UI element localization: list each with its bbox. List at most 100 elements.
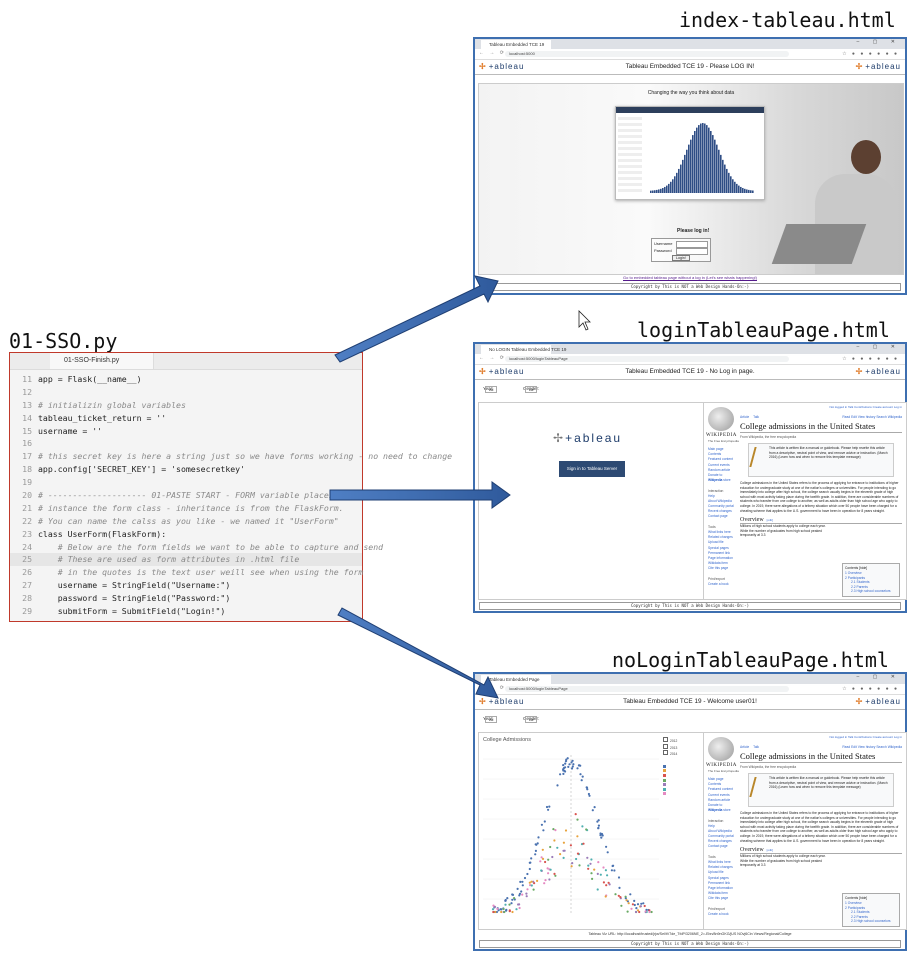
password-input[interactable] — [676, 248, 708, 255]
code-line[interactable]: 28 password = StringField("Password:") — [10, 592, 362, 605]
sidebar-link[interactable]: Donate to Wikipedia — [708, 802, 723, 813]
sidebar-link[interactable]: Page information — [708, 885, 733, 890]
sidebar-link[interactable]: Tools — [708, 854, 716, 859]
overview-edit-link[interactable]: [edit] — [766, 848, 774, 853]
code-line[interactable]: 17# this secret key is here a string jus… — [10, 450, 452, 463]
code-line[interactable]: 19 — [10, 476, 362, 489]
window-controls[interactable]: – ▢ ✕ — [856, 344, 901, 350]
sidebar-link[interactable]: Permanent link — [708, 550, 730, 555]
window-controls[interactable]: – ▢ ✕ — [856, 674, 901, 680]
sidebar-link[interactable]: Wikidata item — [708, 891, 728, 896]
nav-buttons[interactable]: ← → ⟳ — [479, 50, 506, 56]
contents-item[interactable]: 2.3 High school counselors — [851, 589, 891, 594]
extension-icons[interactable]: ☆ ● ● ● ● ● ● — [842, 51, 899, 57]
contents-item[interactable]: 2.1 Students — [851, 580, 870, 585]
sidebar-link[interactable]: Wikipedia store — [708, 808, 731, 813]
sidebar-link[interactable]: Tools — [708, 524, 716, 529]
code-line[interactable]: 13# initializin global variables — [10, 399, 362, 412]
browser-tab[interactable]: Tableau Embedded Page — [481, 675, 551, 684]
url-field[interactable]: localhost:5000/loginTableauPage — [505, 686, 789, 692]
sidebar-link[interactable]: Special pages — [708, 875, 729, 880]
sidebar-link[interactable]: About Wikipedia — [708, 828, 732, 833]
url-field[interactable]: localhost:5000 — [505, 51, 789, 57]
tab-talk[interactable]: Talk — [753, 745, 760, 749]
wiki-personal-links[interactable]: Not logged in Talk Contributions Create … — [829, 735, 903, 739]
sidebar-link[interactable]: Create a book — [708, 911, 729, 916]
code-line[interactable]: 22# You can name the calss as you like -… — [10, 515, 362, 528]
code-line[interactable]: 27 username = StringField("Username:") — [10, 579, 362, 592]
tab-talk[interactable]: Talk — [753, 415, 760, 419]
sidebar-link[interactable]: Related changes — [708, 535, 733, 540]
sidebar-link[interactable]: Permanent link — [708, 880, 730, 885]
code-line[interactable]: 12 — [10, 386, 362, 399]
sidebar-link[interactable]: Cite this page — [708, 566, 729, 571]
sidebar-link[interactable]: Special pages — [708, 545, 729, 550]
tab-right-actions[interactable]: Read Edit View history Search Wikipedia — [842, 415, 902, 419]
sidebar-link[interactable]: Upload file — [708, 870, 724, 875]
sidebar-link[interactable]: Random article — [708, 797, 731, 802]
sidebar-link[interactable]: Current events — [708, 792, 730, 797]
sidebar-link[interactable]: Cite this page — [708, 896, 729, 901]
contents-item[interactable]: 1 Overview — [845, 901, 862, 906]
sidebar-link[interactable]: Random article — [708, 467, 731, 472]
sidebar-link[interactable]: Donate to Wikipedia — [708, 472, 723, 483]
browser-tab[interactable]: No LOGIN Tableau Embedded TCE 19 — [481, 345, 566, 354]
code-line[interactable]: 25 # These are used as form attributes i… — [10, 553, 362, 567]
sidebar-link[interactable]: Community portal — [708, 504, 734, 509]
login-button[interactable]: Login! — [672, 255, 690, 261]
window-controls[interactable]: – ▢ ✕ — [856, 39, 901, 45]
tab-right-actions[interactable]: Read Edit View history Search Wikipedia — [842, 745, 902, 749]
sidebar-link[interactable]: Page information — [708, 555, 733, 560]
sidebar-link[interactable]: Related changes — [708, 865, 733, 870]
sidebar-link[interactable]: What links here — [708, 860, 731, 864]
sidebar-link[interactable]: Main page — [708, 447, 724, 451]
contents-item[interactable]: 2.2 Parents — [851, 914, 868, 919]
contents-item[interactable]: 2 Participants — [845, 905, 865, 910]
url-field[interactable]: localhost:5000/loginTableauPage — [505, 356, 789, 362]
browser-tab[interactable]: Tableau Embedded TCE 19 — [481, 40, 551, 49]
code-line[interactable]: 21# instance the form class - inheritanc… — [10, 502, 362, 515]
sidebar-link[interactable]: Contact page — [708, 514, 728, 519]
extension-icons[interactable]: ☆ ● ● ● ● ● ● — [842, 686, 899, 692]
sidebar-link[interactable]: Main page — [708, 777, 724, 781]
sidebar-link[interactable]: What links here — [708, 530, 731, 534]
sidebar-link[interactable]: Print/export — [708, 576, 725, 581]
code-line[interactable]: 16 — [10, 437, 362, 450]
sidebar-link[interactable]: Contents — [708, 782, 722, 787]
nav-buttons[interactable]: ← → ⟳ — [479, 355, 506, 361]
contents-item[interactable]: 2.1 Students — [851, 910, 870, 915]
sidebar-link[interactable]: Community portal — [708, 834, 734, 839]
sidebar-link[interactable]: Wikidata item — [708, 561, 728, 566]
scatter-chart[interactable] — [483, 749, 661, 925]
contents-item[interactable]: 2.3 High school counselors — [851, 919, 891, 924]
sidebar-link[interactable]: Wikipedia store — [708, 478, 731, 483]
tab-article[interactable]: Article — [740, 745, 750, 749]
contents-item[interactable]: 1 Overview — [845, 571, 862, 576]
sidebar-link[interactable]: Help — [708, 823, 715, 828]
legend-checkbox[interactable]: 2013 — [663, 743, 699, 751]
sidebar-link[interactable]: Recent changes — [708, 509, 732, 514]
tab-article[interactable]: Article — [740, 415, 750, 419]
sidebar-link[interactable]: Create a book — [708, 581, 729, 586]
sidebar-link[interactable]: Recent changes — [708, 839, 732, 844]
sidebar-link[interactable]: Current events — [708, 462, 730, 467]
sidebar-link[interactable]: About Wikipedia — [708, 498, 732, 503]
editor-tab[interactable]: 01-SSO-Finish.py — [50, 353, 154, 369]
code-line[interactable]: 26 # in the quotes is the text user weil… — [10, 566, 363, 579]
legend-checkbox[interactable]: 2012 — [663, 737, 699, 744]
code-line[interactable]: 24 # Below are the form fields we want t… — [10, 541, 383, 554]
sidebar-link[interactable]: Featured content — [708, 457, 733, 462]
sidebar-link[interactable]: Upload file — [708, 540, 724, 545]
signin-button[interactable]: Sign in to Tableau Server — [559, 461, 625, 477]
sidebar-link[interactable]: Contact page — [708, 844, 728, 849]
sidebar-link[interactable]: Featured content — [708, 787, 733, 792]
code-line[interactable]: 29 submitForm = SubmitField("Login!") — [10, 605, 362, 618]
contents-item[interactable]: 2 Participants — [845, 575, 865, 580]
contents-item[interactable]: 2.2 Parents — [851, 584, 868, 589]
